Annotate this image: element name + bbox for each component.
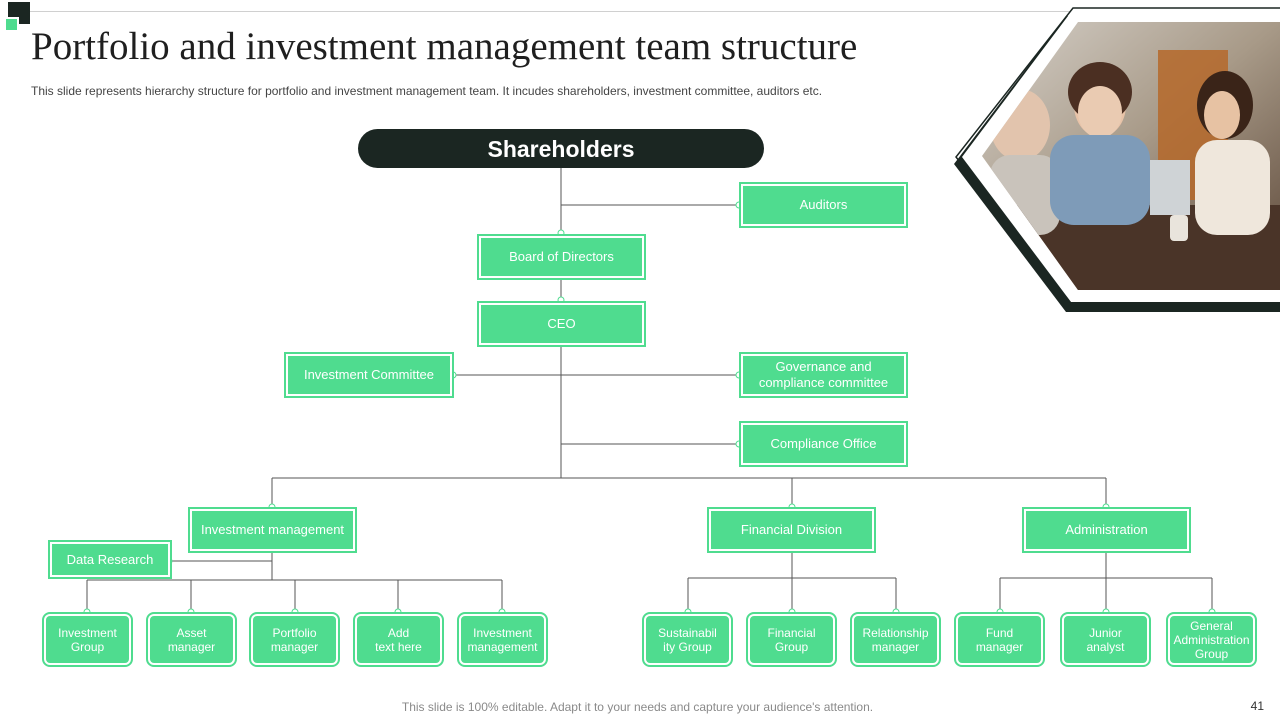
node-financial-group[interactable]: Financial Group (746, 612, 837, 667)
node-investment-management[interactable]: Investment management (188, 507, 357, 553)
node-investment-management-team[interactable]: Investment management (457, 612, 548, 667)
node-compliance-office[interactable]: Compliance Office (739, 421, 908, 467)
node-relationship-manager[interactable]: Relationship manager (850, 612, 941, 667)
node-add-text-here[interactable]: Add text here (353, 612, 444, 667)
node-governance-compliance[interactable]: Governance and compliance committee (739, 352, 908, 398)
node-asset-manager[interactable]: Asset manager (146, 612, 237, 667)
node-auditors[interactable]: Auditors (739, 182, 908, 228)
header-rule (30, 11, 1070, 12)
footer-note: This slide is 100% editable. Adapt it to… (401, 700, 874, 714)
corner-accent-light (4, 17, 19, 32)
node-junior-analyst[interactable]: Junior analyst (1060, 612, 1151, 667)
node-administration[interactable]: Administration (1022, 507, 1191, 553)
node-shareholders[interactable]: Shareholders (358, 129, 764, 168)
page-number: 41 (1250, 699, 1264, 713)
node-investment-group[interactable]: Investment Group (42, 612, 133, 667)
hexagon-outline (955, 7, 1280, 307)
node-data-research[interactable]: Data Research (48, 540, 172, 579)
node-portfolio-manager[interactable]: Portfolio manager (249, 612, 340, 667)
node-ceo[interactable]: CEO (477, 301, 646, 347)
node-fund-manager[interactable]: Fund manager (954, 612, 1045, 667)
node-sustainability-group[interactable]: Sustainabil ity Group (642, 612, 733, 667)
node-financial-division[interactable]: Financial Division (707, 507, 876, 553)
node-board-of-directors[interactable]: Board of Directors (477, 234, 646, 280)
page-title: Portfolio and investment management team… (31, 25, 858, 68)
page-subtitle: This slide represents hierarchy structur… (31, 84, 823, 98)
node-investment-committee[interactable]: Investment Committee (284, 352, 454, 398)
team-photo (954, 7, 1280, 312)
node-general-administration-group[interactable]: General Administration Group (1166, 612, 1257, 667)
